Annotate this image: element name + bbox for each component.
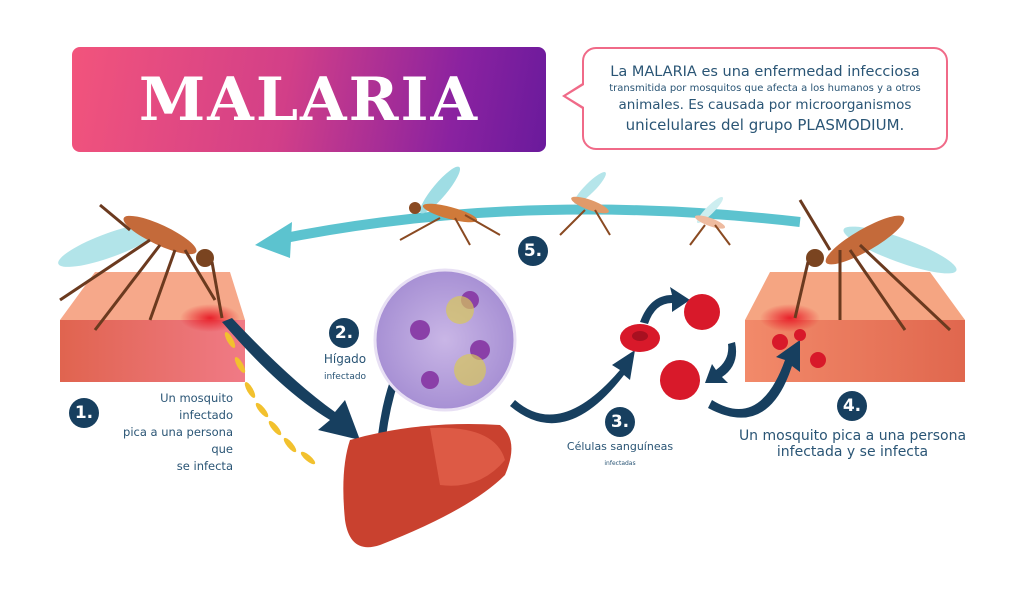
skin-right: [745, 272, 965, 382]
return-arrow: [255, 204, 801, 258]
step-1-caption: Un mosquito infectado pica a una persona…: [105, 390, 233, 475]
title-banner: MALARIA: [72, 47, 546, 152]
skin-left: [60, 272, 245, 382]
step-5-badge: 5.: [518, 236, 548, 266]
step-1-line: se infecta: [176, 459, 233, 473]
step-1-line: Un mosquito infectado: [160, 391, 233, 422]
liver-cells-magnified: [373, 268, 517, 412]
intro-line-3: animales. Es causada por microorganismos: [618, 97, 912, 113]
step-4-line: infectada y se infecta: [776, 444, 929, 460]
red-blood-cells: [620, 294, 826, 400]
page-title: MALARIA: [138, 64, 480, 135]
liver-icon: [343, 424, 512, 548]
mosquito-flying-icon: [399, 166, 731, 246]
intro-line-1: La MALARIA es una enfermedad infecciosa: [610, 64, 920, 80]
sporozoites: [224, 332, 316, 465]
step-4-caption: Un mosquito pica a una persona infectada…: [730, 428, 975, 460]
mosquito-right-icon: [793, 199, 957, 332]
bubble-tail-inner: [566, 85, 584, 107]
step-3-badge: 3.: [605, 407, 635, 437]
step-2-subtitle: infectado: [323, 372, 367, 382]
step-1-line: pica a una persona que: [123, 425, 233, 456]
step-2-badge: 2.: [329, 318, 359, 348]
step-3-subtitle: infectadas: [604, 460, 636, 467]
step-4-line: Un mosquito pica a una persona: [738, 428, 967, 444]
step-3-title: Células sanguíneas: [566, 440, 674, 453]
step-4-badge: 4.: [837, 391, 867, 421]
intro-speech-bubble: La MALARIA es una enfermedad infecciosa …: [582, 47, 948, 150]
intro-line-4: unicelulares del grupo PLASMODIUM.: [625, 116, 905, 134]
mosquito-left-icon: [58, 203, 224, 331]
step-1-badge: 1.: [69, 398, 99, 428]
intro-line-2: transmitida por mosquitos que afecta a l…: [609, 83, 921, 94]
step-2-title: Hígado: [323, 352, 367, 366]
